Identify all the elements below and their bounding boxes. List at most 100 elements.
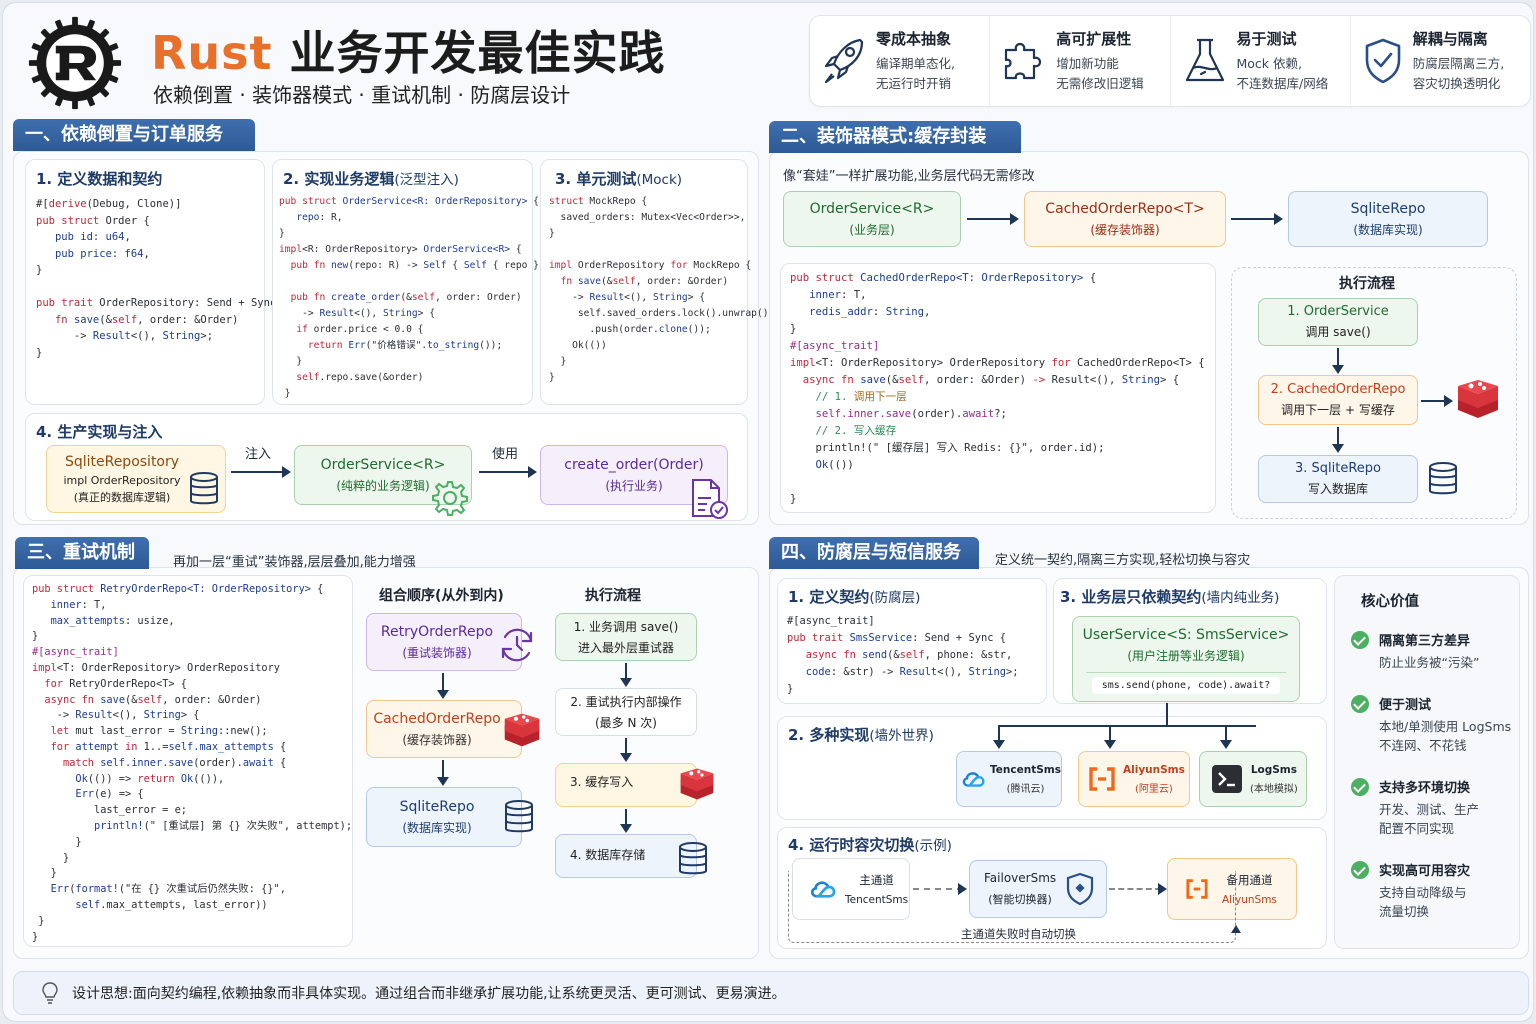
flow-step-2: 2. CachedOrderRepo 调用下一层 + 写缓存 [1258, 375, 1418, 425]
chain-arrow-1 [967, 213, 1019, 225]
feature-decoupling: 解耦与隔离 防腐层隔离三方, 容灾切换透明化 [1351, 16, 1530, 106]
contract-card: 1. 定义数据和契约 #[derive(Debug, Clone)] pub s… [25, 159, 289, 405]
primary-channel-box: 主通道 TencentSms [792, 858, 910, 920]
inject-arrow [231, 466, 291, 478]
connector-arrow-log [1220, 725, 1232, 749]
sms-contract-card: 1. 定义契约(防腐层) #[async_trait] pub trait Sm… [777, 578, 1047, 704]
shield-check-icon [1365, 38, 1401, 84]
chain-arrow-2 [1231, 213, 1283, 225]
section3-note: 再加一层“重试”装饰器,层层叠加,能力增强 [173, 555, 416, 570]
contract-code: #[derive(Debug, Clone)] pub struct Order… [36, 198, 289, 359]
check-circle-icon [1351, 695, 1369, 713]
retry-flow-arrow-1 [620, 663, 632, 687]
section3-tab: 三、重试机制 [15, 537, 149, 569]
value-item: 实现高可用容灾 支持自动降级与 流量切换 [1351, 860, 1511, 921]
page-subtitle: 依赖倒置 · 装饰器模式 · 重试机制 · 防腐层设计 [153, 83, 571, 107]
sms-contract-code: #[async_trait] pub trait SmsService: Sen… [787, 615, 1019, 695]
lightbulb-icon [42, 982, 58, 1004]
database-icon [1429, 462, 1457, 495]
tencent-cloud-icon [962, 772, 985, 787]
chain-cached-repo: CachedOrderRepo<T> (缓存装饰器) [1024, 191, 1226, 247]
retry-flow-arrow-2 [620, 738, 632, 762]
mock-test-code: struct MockRepo { saved_orders: Mutex<Ve… [549, 196, 769, 383]
chain-sqlite-repo: SqliteRepo (数据库实现) [1288, 191, 1488, 247]
section4-note: 定义统一契约,隔离三方实现,轻松切换与容灾 [995, 553, 1251, 568]
impl-log: LogSms (本地模拟) [1199, 751, 1307, 807]
cached-repo-code-card: pub struct CachedOrderRepo<T: OrderRepos… [780, 263, 1216, 513]
use-arrow [479, 466, 537, 478]
redis-icon [680, 768, 714, 800]
compose-cached-repo: CachedOrderRepo (缓存装饰器) [366, 700, 522, 758]
connector-arrow-aliyun [1104, 725, 1116, 749]
retry-flow-step-1: 1. 业务调用 save() 进入最外层重试器 [555, 613, 697, 661]
auto-failover-loop [788, 871, 1236, 943]
compose-sqlite-repo: SqliteRepo (数据库实现) [366, 787, 522, 847]
flask-icon [1185, 38, 1224, 82]
gear-icon [432, 481, 468, 516]
value-item: 隔离第三方差异 防止业务被“污染” [1351, 630, 1511, 672]
retry-code-card: pub struct RetryOrderRepo<T: OrderReposi… [23, 575, 353, 947]
connector-arrow-tencent [993, 725, 1005, 749]
core-value-card: 核心价值 隔离第三方差异 防止业务被“污染” 便于测试 本地/单测使用 LogS… [1334, 575, 1520, 949]
order-service-box: OrderService<R> (纯粹的业务逻辑) [294, 445, 472, 505]
design-philosophy-banner: 设计思想:面向契约编程,依赖抽象而非具体实现。通过组合而非继承扩展功能,让系统更… [13, 971, 1529, 1015]
sqlite-repository-box: SqliteRepository impl OrderRepository (真… [46, 445, 226, 513]
impl-tencent: TencentSms (腾讯云) [956, 751, 1062, 807]
flow-arrow-1 [1332, 348, 1344, 374]
page-title: Rust 业务开发最佳实践 [151, 26, 666, 80]
connector-trunk [1166, 703, 1168, 727]
aliyun-icon [1089, 767, 1115, 791]
connector-bar [998, 725, 1256, 727]
compose-arrow-1 [437, 673, 449, 699]
failover-sms-box: FailoverSms (智能切换器) [969, 860, 1107, 918]
chain-order-service: OrderService<R> (业务层) [783, 191, 961, 247]
flow-redis-arrow [1421, 395, 1453, 407]
feature-strip: 零成本抽象 编译期单态化, 无运行时开销 高可扩展性 增加新功能 无需修改旧逻辑 [809, 15, 1531, 107]
check-circle-icon [1351, 631, 1369, 649]
database-icon [190, 472, 218, 505]
arrow-head [1158, 883, 1167, 895]
arrow-head [1231, 925, 1241, 933]
cached-repo-code: pub struct CachedOrderRepo<T: OrderRepos… [790, 272, 1205, 505]
aliyun-icon [1186, 879, 1208, 899]
retry-clock-icon [501, 628, 533, 662]
flow-arrow-2 [1332, 427, 1344, 453]
retry-flow-step-4: 4. 数据库存储 [555, 834, 697, 878]
redis-icon [1458, 380, 1498, 418]
section4-tab: 四、防腐层与短信服务 [769, 537, 979, 569]
section2-note: 像“套娃”一样扩展功能,业务层代码无需修改 [783, 169, 1035, 184]
tencent-cloud-icon [811, 881, 836, 898]
divider [1086, 672, 1286, 673]
user-service-box: UserService<S: SmsService> (用户注册等业务逻辑) s… [1072, 616, 1300, 702]
flow-step-3: 3. SqliteRepo 写入数据库 [1258, 455, 1418, 503]
redis-icon [504, 713, 540, 747]
impl-aliyun: AliyunSms (阿里云) [1078, 751, 1190, 807]
shield-icon [1067, 872, 1094, 906]
feature-testability: 易于测试 Mock 依赖, 不连数据库/网络 [1171, 16, 1351, 106]
section1-tab: 一、依赖倒置与订单服务 [13, 119, 255, 151]
compose-arrow-2 [437, 760, 449, 786]
arrow-head [958, 883, 967, 895]
value-item: 支持多环境切换 开发、测试、生产 配置不同实现 [1351, 777, 1511, 838]
puzzle-icon [1005, 42, 1042, 80]
to-backup-arrow [1109, 888, 1161, 890]
value-item: 便于测试 本地/单测使用 LogSms 不连网、不花钱 [1351, 694, 1511, 755]
rocket-icon [824, 38, 864, 84]
business-logic-card: 2. 实现业务逻辑(泛型注入) pub struct OrderService<… [272, 159, 545, 405]
retry-flow-step-2: 2. 重试执行内部操作 (最多 N 次) [555, 688, 697, 736]
check-circle-icon [1351, 861, 1369, 879]
core-value-list: 隔离第三方差异 防止业务被“污染” 便于测试 本地/单测使用 LogSms 不连… [1351, 630, 1511, 943]
rust-logo-icon [28, 16, 122, 110]
mock-test-card: 3. 单元测试(Mock) struct MockRepo { saved_or… [540, 159, 769, 405]
database-icon [679, 842, 707, 875]
terminal-icon [1212, 765, 1242, 793]
feature-extensibility: 高可扩展性 增加新功能 无需修改旧逻辑 [990, 16, 1171, 106]
to-failover-arrow [913, 888, 963, 890]
feature-zero-cost: 零成本抽象 编译期单态化, 无运行时开销 [810, 16, 991, 106]
database-icon [505, 800, 533, 833]
retry-flow-arrow-3 [620, 809, 632, 833]
retry-code: pub struct RetryOrderRepo<T: OrderReposi… [32, 583, 353, 943]
backup-channel-box: 备用通道 AliyunSms [1167, 858, 1297, 920]
document-check-icon [692, 479, 728, 519]
